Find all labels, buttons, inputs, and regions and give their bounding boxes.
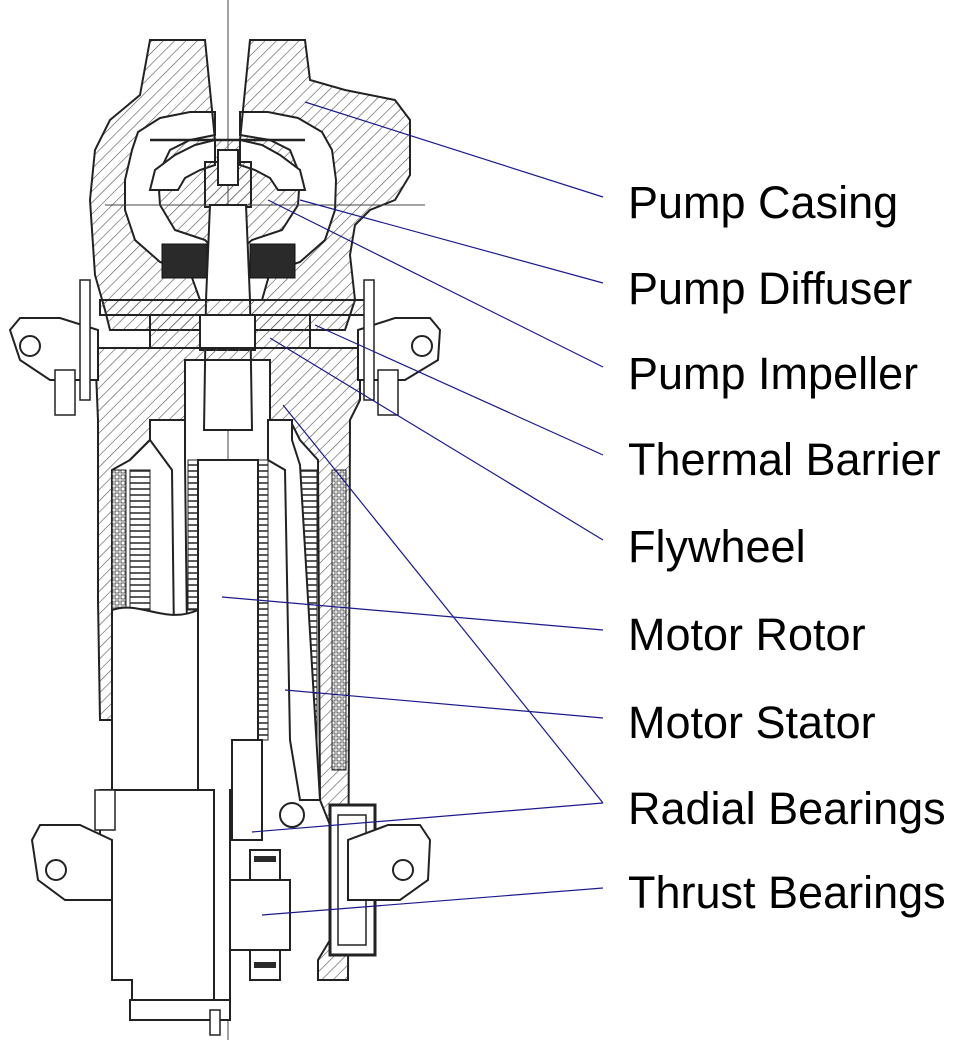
leader-pump-casing [304, 101, 604, 198]
label-motor-stator: Motor Stator [628, 697, 876, 748]
label-motor-rotor: Motor Rotor [628, 609, 866, 660]
heat-exchanger-left [161, 243, 208, 279]
tie-rod-left [79, 279, 91, 401]
lug-hole-left-upper [19, 335, 41, 357]
thrust-bearing-upper [249, 849, 281, 881]
motor-housing-base [99, 789, 215, 1001]
support-lug-left-lower [30, 824, 113, 901]
leader-flywheel [269, 337, 604, 541]
leader-motor-rotor [221, 596, 604, 631]
label-pump-impeller: Pump Impeller [628, 348, 919, 399]
stator-core-left [129, 469, 151, 611]
label-flywheel: Flywheel [628, 521, 806, 572]
thermal-barrier [99, 299, 366, 316]
lug-hole-right-upper [411, 335, 433, 357]
label-thermal-barrier: Thermal Barrier [628, 434, 941, 485]
stator-coil-left [111, 469, 127, 611]
stator-coil-right [331, 469, 347, 771]
leader-thrust-bearings [261, 887, 604, 916]
label-radial-bearings: Radial Bearings [628, 783, 946, 834]
flywheel-bore [199, 314, 256, 351]
label-pump-diffuser: Pump Diffuser [628, 263, 913, 314]
impeller-nut [217, 149, 239, 186]
side-boss-left [54, 369, 76, 416]
label-thrust-bearings: Thrust Bearings [628, 867, 946, 918]
support-lug-right-lower [347, 824, 432, 901]
label-pump-casing: Pump Casing [628, 177, 899, 228]
leader-lines [221, 101, 604, 916]
motor-rotor-core-left [187, 459, 199, 611]
leader-pump-impeller [267, 199, 604, 368]
thrust-bearing-upper-pads [254, 856, 276, 862]
leader-radial-bearing-upper [282, 404, 604, 804]
thrust-runner [229, 879, 291, 951]
lower-boss [94, 789, 116, 831]
leader-thermal-barrier [314, 324, 604, 456]
stator-can-right [267, 419, 322, 801]
leader-motor-stator [284, 689, 604, 719]
radial-bearing-sensor [279, 802, 305, 828]
tie-rod-right [363, 279, 375, 401]
motor-housing-lower [111, 606, 199, 791]
lug-hole-right-lower [392, 859, 414, 881]
leader-pump-diffuser [299, 199, 604, 284]
lug-hole-left-lower [45, 859, 67, 881]
drain-plug [209, 1009, 221, 1036]
pump-impeller [148, 138, 307, 191]
leader-radial-bearing-lower [251, 802, 604, 833]
side-boss-right [377, 369, 399, 416]
thrust-bearing-lower-pads [254, 962, 276, 968]
support-lug-left-upper [8, 317, 99, 381]
heat-exchanger-right [249, 243, 296, 279]
radial-bearing-lower [231, 739, 263, 841]
base-foot [129, 999, 231, 1021]
support-lug-right-upper [357, 317, 442, 381]
